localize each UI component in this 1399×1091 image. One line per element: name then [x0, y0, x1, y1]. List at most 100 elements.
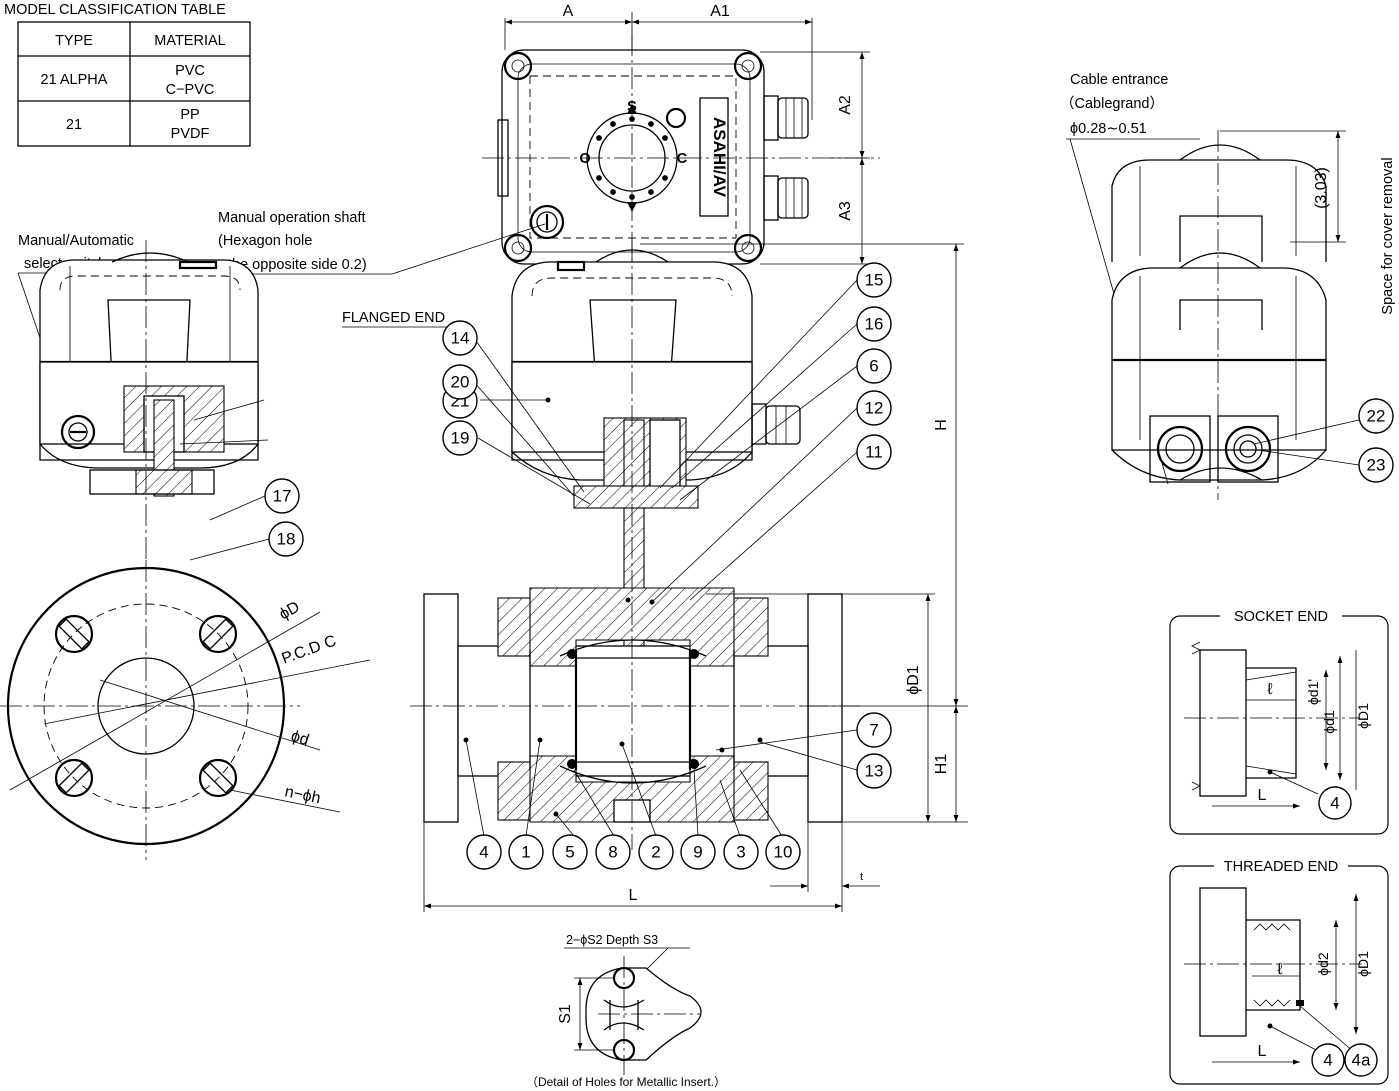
- svg-text:3: 3: [736, 843, 745, 862]
- balloon-19: 19: [442, 420, 478, 456]
- thread-L: L: [1258, 1043, 1267, 1060]
- cable-glands: [763, 95, 809, 221]
- space-cover-label: Space for cover removal: [1380, 157, 1396, 314]
- dim-d: ϕd: [289, 728, 311, 750]
- note-text: ϕ0.28∼0.51: [1070, 121, 1147, 137]
- dim-A3: A3: [837, 201, 854, 221]
- balloon-11: 11: [856, 434, 892, 470]
- balloon-4-socket: 4: [1318, 786, 1352, 820]
- dim-D: ϕD: [277, 598, 303, 623]
- bolt-holes: [54, 614, 238, 798]
- balloon-23: 23: [1358, 447, 1394, 483]
- dim-nh: n−ϕh: [283, 783, 322, 807]
- dim-A2: A2: [837, 95, 854, 115]
- balloon-4-threaded: 4: [1311, 1043, 1345, 1077]
- main-section-view: FLANGED END: [342, 240, 968, 912]
- metallic-insert-detail: 2−ϕS2 Depth S3 S1 （Detail of Holes for M…: [526, 933, 726, 1089]
- balloon-15: 15: [856, 262, 892, 298]
- dim-H: H: [933, 419, 950, 431]
- svg-text:14: 14: [451, 329, 470, 348]
- thread-d2: ϕd2: [1315, 952, 1331, 976]
- svg-text:1: 1: [521, 843, 530, 862]
- svg-text:13: 13: [865, 762, 884, 781]
- dim-L: L: [629, 887, 638, 904]
- note-text: the opposite side 0.2): [228, 257, 367, 273]
- thread-D1: ϕD1: [1355, 951, 1371, 977]
- socket-D1: ϕD1: [1355, 703, 1371, 729]
- balloon-4a: 4a: [1344, 1043, 1378, 1077]
- metallic-insert-caption: （Detail of Holes for Metallic Insert.）: [526, 1075, 726, 1089]
- dim-cover-space: (3.03): [1313, 167, 1330, 209]
- dial-label: O: [579, 151, 590, 167]
- svg-text:18: 18: [277, 530, 296, 549]
- svg-text:4a: 4a: [1352, 1051, 1371, 1070]
- table-cell-material: PVDF: [171, 126, 210, 142]
- balloon-20: 20: [442, 364, 478, 400]
- socket-l: ℓ: [1267, 681, 1272, 698]
- balloon-14: 14: [442, 320, 478, 356]
- balloon-3: 3: [723, 834, 759, 870]
- balloon-4: 4: [466, 834, 502, 870]
- svg-text:15: 15: [865, 271, 884, 290]
- socket-title: SOCKET END: [1234, 609, 1328, 625]
- manual-shaft-note: Manual operation shaft (Hexagon hole the…: [215, 210, 546, 275]
- table-header-type: TYPE: [55, 33, 93, 49]
- thread-l: ℓ: [1277, 961, 1282, 978]
- balloon-7: 7: [856, 712, 892, 748]
- classification-table: MODEL CLASSIFICATION TABLE TYPE MATERIAL…: [4, 2, 251, 147]
- svg-text:10: 10: [774, 843, 793, 862]
- note-text: Manual/Automatic: [18, 233, 134, 249]
- table-header-material: MATERIAL: [154, 33, 225, 49]
- balloon-18: 18: [268, 521, 304, 557]
- svg-text:11: 11: [865, 443, 883, 462]
- right-side-view: Cable entrance （Cablegrand） ϕ0.28∼0.51 (…: [1060, 72, 1396, 500]
- svg-text:4: 4: [1323, 1051, 1332, 1070]
- balloon-8: 8: [595, 834, 631, 870]
- svg-text:8: 8: [608, 843, 617, 862]
- dim-D1: ϕD1: [905, 665, 922, 695]
- table-cell-material: C−PVC: [166, 82, 215, 98]
- brand-logo: ASAHI/AV: [710, 117, 729, 198]
- balloon-17: 17: [264, 478, 300, 514]
- balloon-leaders-side: [189, 495, 270, 561]
- socket-end-detail: SOCKET END ℓ ϕd1' ϕd1 ϕD1 L 4: [1169, 606, 1389, 835]
- balloon-leaders: [465, 279, 858, 837]
- table-title: MODEL CLASSIFICATION TABLE: [4, 2, 226, 18]
- svg-text:5: 5: [565, 843, 574, 862]
- note-text: (Hexagon hole: [218, 233, 312, 249]
- hole-spec-label: 2−ϕS2 Depth S3: [566, 933, 658, 947]
- svg-text:4: 4: [1330, 794, 1339, 813]
- balloon-5: 5: [552, 834, 588, 870]
- balloon-9: 9: [680, 834, 716, 870]
- svg-text:7: 7: [869, 721, 878, 740]
- balloon-12: 12: [856, 390, 892, 426]
- table-cell-type: 21: [66, 117, 82, 133]
- svg-text:2: 2: [651, 843, 660, 862]
- balloon-16: 16: [856, 306, 892, 342]
- part-balloons: 21 14 20 19 15 16 6 12 11 7 13 4 1 5 8 2…: [264, 262, 1394, 870]
- table-cell-material: PP: [180, 107, 199, 123]
- svg-text:20: 20: [451, 373, 470, 392]
- flanged-end-label: FLANGED END: [342, 310, 445, 326]
- balloon-2: 2: [638, 834, 674, 870]
- svg-text:6: 6: [869, 357, 878, 376]
- note-text: Manual operation shaft: [218, 210, 366, 226]
- threaded-end-detail: THREADED END ℓ ϕd2 ϕD1 L 4 4a: [1169, 856, 1389, 1085]
- table-cell-material: PVC: [175, 63, 205, 79]
- dim-PCD: P.C.D C: [280, 632, 339, 667]
- table-cell-type: 21 ALPHA: [41, 72, 108, 88]
- balloon-22: 22: [1358, 398, 1394, 434]
- balloon-10: 10: [765, 834, 801, 870]
- dial-label: C: [677, 151, 688, 167]
- socket-d1: ϕd1: [1321, 710, 1337, 734]
- svg-text:16: 16: [865, 315, 884, 334]
- dim-S1: S1: [557, 1004, 574, 1024]
- svg-text:12: 12: [865, 399, 884, 418]
- note-text: Cable entrance: [1070, 72, 1168, 88]
- svg-text:22: 22: [1367, 407, 1386, 426]
- dim-H1: H1: [933, 754, 950, 775]
- svg-text:9: 9: [693, 843, 702, 862]
- socket-d1p: ϕd1': [1305, 679, 1321, 705]
- svg-text:19: 19: [451, 429, 470, 448]
